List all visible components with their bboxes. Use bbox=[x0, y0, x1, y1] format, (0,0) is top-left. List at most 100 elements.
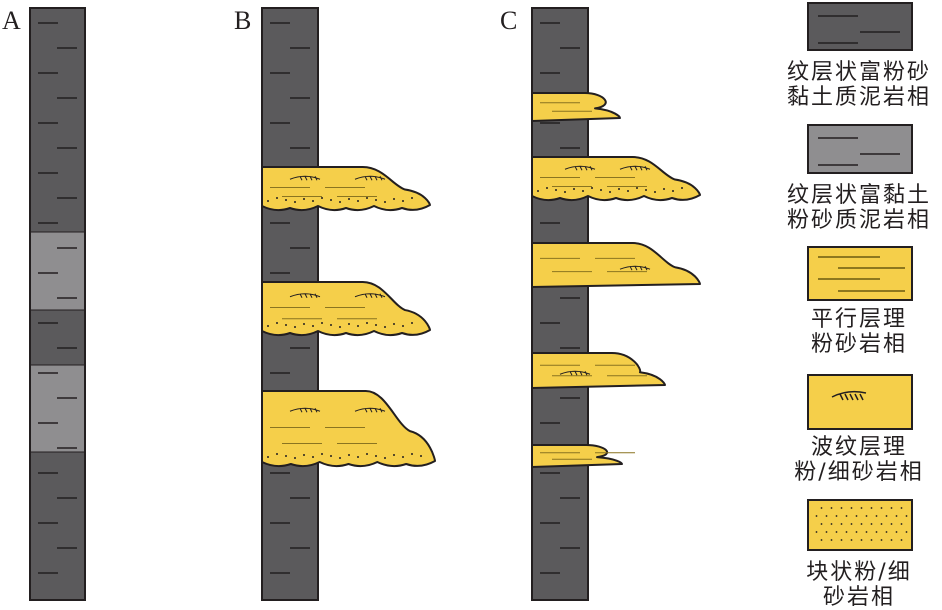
legend-swatch-ripple bbox=[807, 374, 913, 430]
bed-b-2-grain bbox=[348, 323, 350, 325]
legend-label-2: 纹层状富黏土粉砂质泥岩相 bbox=[786, 183, 931, 233]
legend-grain bbox=[845, 531, 848, 533]
legend-label-3: 平行层理粉砂岩相 bbox=[810, 307, 907, 357]
legend-grain bbox=[875, 515, 878, 517]
legend-grain bbox=[845, 515, 848, 517]
bed-b-1-grain bbox=[276, 197, 278, 199]
legend-grain bbox=[880, 523, 883, 525]
bed-b-2-grain bbox=[267, 325, 269, 327]
legend-grain bbox=[815, 515, 818, 517]
legend-grain bbox=[820, 523, 823, 525]
bed-b-3-grain bbox=[366, 453, 368, 455]
bed-b-1-ripple-icon bbox=[289, 175, 321, 181]
bed-b-3-grain bbox=[294, 457, 296, 459]
bed-c-2 bbox=[531, 156, 701, 202]
legend-grain bbox=[895, 531, 898, 533]
bed-b-1-grain bbox=[366, 197, 368, 199]
bed-b-3-grain bbox=[393, 454, 395, 456]
bed-c-2-grain bbox=[573, 188, 575, 190]
legend-grain bbox=[895, 515, 898, 517]
legend-swatch-dark-laminated bbox=[807, 2, 913, 51]
bed-b-3-grain bbox=[321, 453, 323, 455]
bed-b-3-grain bbox=[312, 456, 314, 458]
legend-swatch-parallel-bedding bbox=[807, 246, 913, 301]
legend-grain bbox=[890, 507, 893, 509]
column-c-outline bbox=[531, 7, 589, 601]
bed-b-3-grain bbox=[339, 457, 341, 459]
bed-c-3 bbox=[531, 242, 701, 288]
legend-box bbox=[807, 374, 913, 430]
legend-grain bbox=[825, 515, 828, 517]
bed-b-1-grain bbox=[411, 197, 413, 199]
bed-b-3-grain bbox=[420, 455, 422, 457]
legend-grain bbox=[865, 515, 868, 517]
column-a-outline bbox=[29, 7, 86, 601]
legend-grain bbox=[860, 539, 863, 541]
column-label-a: A bbox=[2, 6, 21, 35]
bed-b-1-grain bbox=[384, 201, 386, 203]
legend-box bbox=[807, 499, 913, 551]
bed-b-2-grain bbox=[321, 322, 323, 324]
bed-b-2-grain bbox=[312, 325, 314, 327]
bed-b-3-grain bbox=[276, 453, 278, 455]
legend-grain bbox=[840, 523, 843, 525]
bed-b-1-ripple-icon bbox=[354, 175, 386, 181]
legend-grain bbox=[905, 515, 908, 517]
legend-grain bbox=[880, 507, 883, 509]
bed-b-1-grain bbox=[348, 198, 350, 200]
bed-c-2-grain bbox=[555, 189, 557, 191]
bed-c-2-ripple-icon bbox=[619, 165, 651, 171]
legend-grain bbox=[835, 531, 838, 533]
legend-grain bbox=[815, 531, 818, 533]
bed-c-3-ripple-icon bbox=[619, 265, 651, 271]
bed-b-3-grain bbox=[285, 455, 287, 457]
legend-grain bbox=[850, 523, 853, 525]
legend-grain bbox=[875, 531, 878, 533]
bed-b-2-grain bbox=[384, 326, 386, 328]
bed-b-3-grain bbox=[402, 456, 404, 458]
bed-b-1-grain bbox=[393, 198, 395, 200]
bed-b-1-grain bbox=[357, 200, 359, 202]
bed-b-3-ripple-icon bbox=[354, 407, 386, 413]
legend-grain bbox=[850, 507, 853, 509]
bed-b-1-grain bbox=[312, 200, 314, 202]
legend-grain bbox=[840, 507, 843, 509]
bed-b-2-grain bbox=[294, 326, 296, 328]
bed-b-3-grain bbox=[267, 456, 269, 458]
legend-box bbox=[807, 2, 913, 51]
bed-b-1-grain bbox=[339, 201, 341, 203]
legend-grain bbox=[830, 539, 833, 541]
legend-grain bbox=[850, 539, 853, 541]
bed-b-2-grain bbox=[366, 322, 368, 324]
legend-grain bbox=[865, 531, 868, 533]
bed-b-2-grain bbox=[276, 322, 278, 324]
bed-c-2-grain bbox=[609, 191, 611, 193]
bed-c-2-grain bbox=[564, 191, 566, 193]
bed-c-4-ripple-icon bbox=[559, 370, 591, 376]
legend-swatch-massive-dots bbox=[807, 499, 913, 551]
bed-c-2-grain bbox=[537, 190, 539, 192]
legend-grain bbox=[825, 531, 828, 533]
bed-b-2-grain bbox=[375, 324, 377, 326]
ripple-icon bbox=[831, 390, 867, 401]
legend-label-1: 纹层状富粉砂黏土质泥岩相 bbox=[786, 60, 931, 110]
bed-b-3-ripple-icon bbox=[289, 407, 321, 413]
column-a-light-mudstone bbox=[29, 364, 86, 453]
legend-grain bbox=[885, 531, 888, 533]
legend-grain bbox=[900, 523, 903, 525]
legend-grain bbox=[890, 539, 893, 541]
legend-grain bbox=[870, 539, 873, 541]
bed-b-3-grain bbox=[357, 456, 359, 458]
column-label-c: C bbox=[500, 6, 518, 35]
bed-c-2-grain bbox=[591, 187, 593, 189]
legend-box bbox=[807, 124, 913, 174]
column-a-light-mudstone bbox=[29, 231, 86, 311]
bed-c-2-grain bbox=[546, 187, 548, 189]
bed-b-2-ripple-icon bbox=[289, 293, 321, 298]
bed-b-3-grain bbox=[330, 455, 332, 457]
legend-grain bbox=[890, 523, 893, 525]
bed-b-2-grain bbox=[339, 326, 341, 328]
bed-b-3-grain bbox=[375, 455, 377, 457]
legend-grain bbox=[885, 515, 888, 517]
